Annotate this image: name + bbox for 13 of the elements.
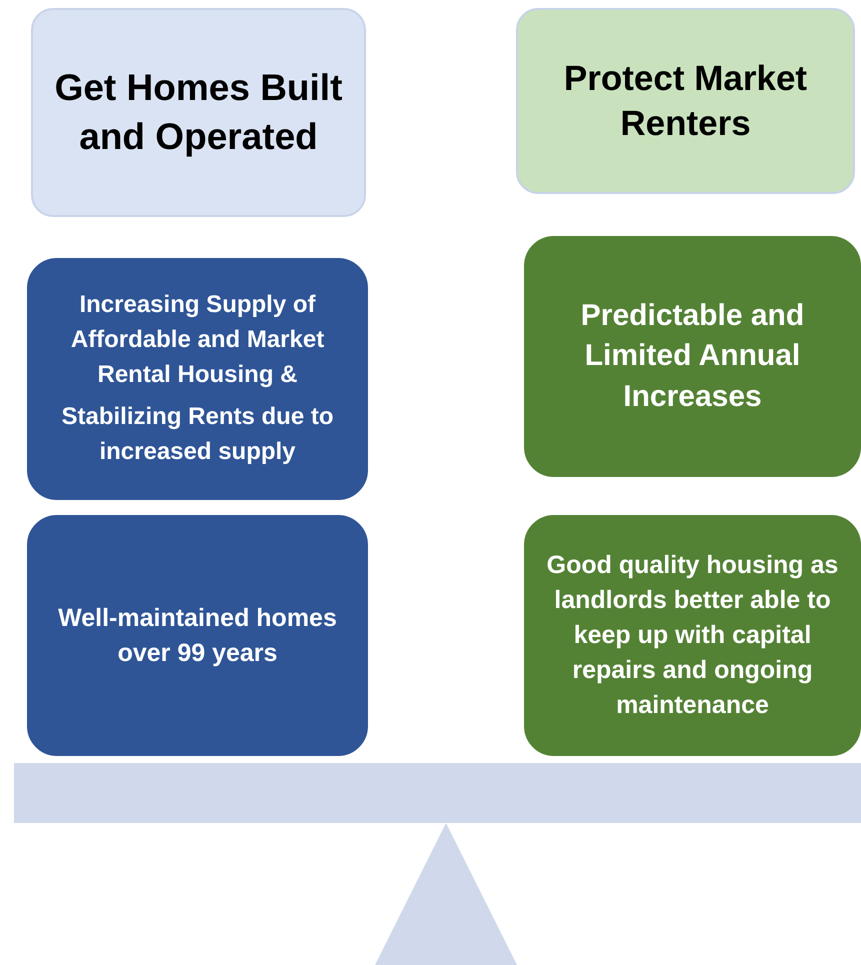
benefit-box [524,515,861,756]
box-text: Get Homes Built and Operated [54,66,344,159]
box-text: Stabilizing Rents due to increased supply [60,402,334,468]
benefit-box [524,236,861,477]
box-text: Good quality housing as landlords better able to keep up with capital repairs and ongoing maintenance [546,550,840,721]
benefit-box [27,258,368,500]
heading-box [516,8,855,194]
box-text: Predictable and Limited Annual Increases [580,298,806,415]
heading-box [31,8,366,217]
box-text: Increasing Supply of Affordable and Market Rental Housing & [70,290,326,390]
box-text: Well-maintained homes over 99 years [57,602,338,668]
benefit-box [27,515,368,756]
box-text: Protect Market Renters [562,58,808,145]
